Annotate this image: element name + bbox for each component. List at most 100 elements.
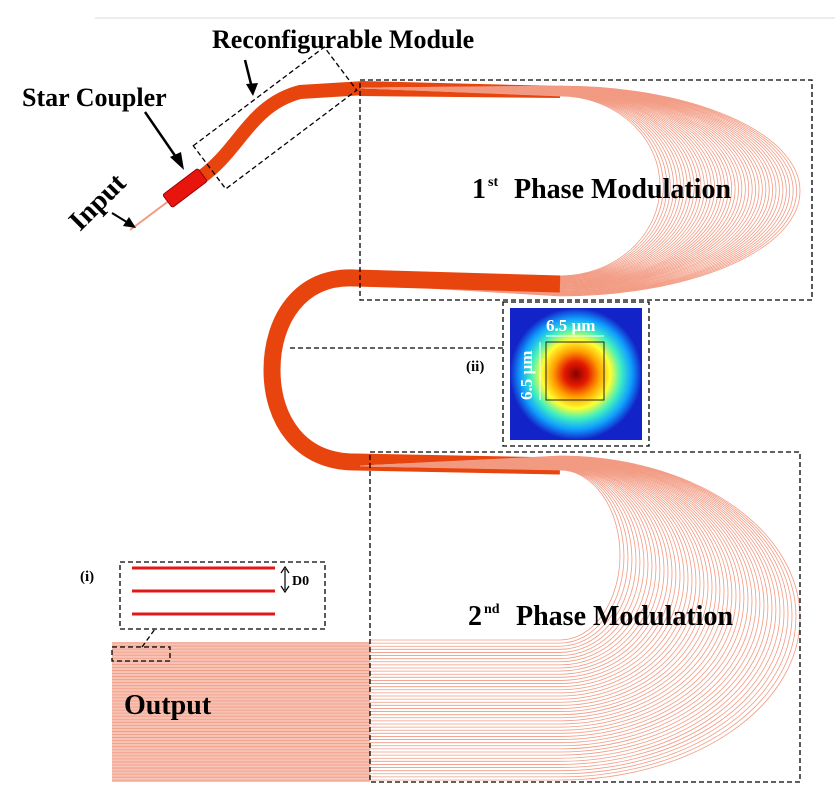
fan-waveguide [359, 459, 753, 744]
fan-waveguide [359, 465, 641, 656]
fan-waveguide [359, 87, 739, 288]
star-coupler [162, 168, 208, 208]
fan-waveguide [359, 87, 674, 285]
svg-text:1: 1 [472, 174, 486, 205]
fan-waveguide [359, 465, 633, 650]
inset-ii-label: (ii) [466, 359, 484, 375]
phase-modulation-2-fan [359, 455, 801, 781]
reconfigurable-module-label: Reconfigurable Module [212, 25, 474, 54]
inset-i-leader [141, 628, 156, 648]
fan-waveguide [359, 456, 789, 772]
fan-waveguide [359, 464, 689, 694]
fan-waveguide [359, 87, 695, 285]
fan-waveguide [359, 87, 715, 285]
fan-waveguide [359, 87, 746, 289]
fan-waveguide [359, 87, 750, 290]
fan-waveguide [359, 87, 770, 293]
svg-text:2: 2 [468, 601, 482, 632]
fan-waveguide [359, 87, 705, 285]
fan-waveguide [359, 459, 745, 737]
fan-waveguide [359, 458, 761, 750]
fan-waveguide [359, 456, 793, 775]
mode-width-label: 6.5 µm [546, 316, 595, 335]
svg-text:Phase Modulation: Phase Modulation [514, 174, 731, 205]
fan-waveguide [359, 87, 773, 293]
fan-waveguide [359, 465, 645, 660]
fan-waveguide [359, 87, 742, 289]
fan-waveguide [359, 460, 741, 734]
fan-waveguide [359, 87, 780, 294]
phase-modulation-1-fan [359, 85, 801, 297]
fan-waveguide [359, 462, 717, 716]
svg-text:Phase Modulation: Phase Modulation [516, 601, 733, 632]
fan-waveguide [359, 87, 712, 285]
star-coupler-label: Star Coupler [22, 83, 167, 112]
fan-waveguide [359, 465, 657, 669]
fan-waveguide [359, 85, 801, 297]
fan-waveguide [359, 86, 794, 296]
fan-waveguide [359, 465, 669, 678]
fan-waveguide [359, 87, 708, 285]
fan-waveguide [359, 456, 785, 768]
mode-profile [510, 308, 642, 440]
fan-waveguide [359, 459, 749, 740]
phase-modulation-2-label: 2 nd Phase Modulation [468, 601, 733, 632]
fan-waveguide [359, 87, 767, 292]
fan-waveguide [359, 461, 725, 722]
fan-waveguide [359, 87, 777, 293]
fan-waveguide [359, 87, 719, 285]
inset-i-label: (i) [80, 569, 94, 585]
fan-waveguide [359, 457, 773, 759]
fan-waveguide [359, 87, 736, 288]
fan-waveguide [359, 87, 756, 291]
svg-text:nd: nd [484, 602, 500, 617]
input-label: Input [63, 167, 133, 237]
reconfigurable-module-box [192, 46, 358, 190]
fan-waveguide [359, 87, 691, 285]
fan-waveguide [359, 465, 661, 672]
fan-waveguide [359, 464, 685, 691]
fan-waveguide [359, 458, 769, 756]
fan-waveguide [359, 86, 791, 295]
fan-waveguide [359, 87, 664, 285]
fan-waveguide [359, 87, 729, 287]
svg-text:st: st [488, 175, 498, 190]
fan-waveguide [359, 87, 702, 285]
fan-waveguide [359, 463, 697, 700]
fan-waveguide [359, 465, 665, 675]
input-fiber [129, 199, 171, 231]
fan-waveguide [359, 87, 671, 285]
fan-waveguide [359, 465, 637, 653]
fan-waveguide [359, 87, 678, 285]
phase-modulation-2-box [369, 451, 801, 783]
fan-waveguide [359, 462, 709, 709]
fan-waveguide [359, 87, 668, 285]
fan-waveguide [359, 87, 688, 285]
fan-waveguide [359, 464, 681, 688]
fan-waveguide [359, 463, 705, 706]
inset-i-lines [132, 565, 290, 616]
phase-modulation-1-label: 1 st Phase Modulation [472, 174, 731, 205]
fan-waveguide [359, 460, 733, 728]
fan-waveguide [359, 465, 677, 684]
fan-waveguide [359, 457, 777, 762]
fan-waveguide [359, 465, 621, 641]
fan-waveguide [359, 461, 721, 719]
fan-waveguide [359, 463, 701, 703]
fan-waveguide [359, 87, 698, 285]
star-coupler-arrow [143, 111, 180, 161]
fan-waveguide [359, 465, 629, 647]
fan-waveguide [359, 465, 673, 681]
mode-core-outline [545, 341, 605, 401]
u-bend-waveguide [263, 269, 561, 475]
fan-waveguide [359, 87, 661, 285]
mode-height-label: 6.5 µm [517, 351, 536, 400]
inset-i-box [119, 561, 326, 630]
fan-waveguide [359, 87, 753, 290]
fan-waveguide [359, 457, 781, 765]
fan-waveguide [359, 87, 685, 285]
fan-waveguide [359, 459, 757, 747]
output-label: Output [124, 690, 212, 721]
